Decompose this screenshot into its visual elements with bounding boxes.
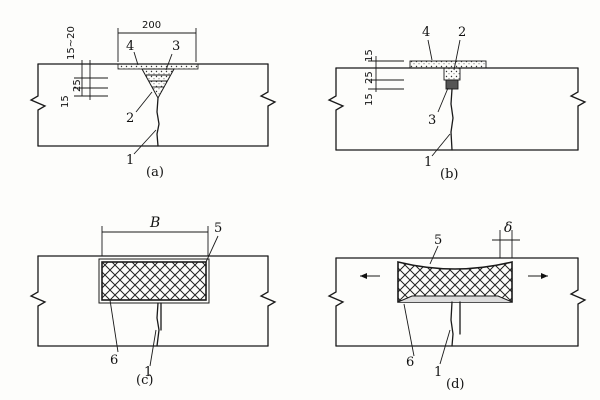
label-1: 1 [434, 365, 442, 380]
label-2: 2 [458, 25, 466, 40]
label-5: 5 [214, 221, 222, 236]
cover-strip-4 [117, 63, 199, 70]
dim-15-label: 15 [60, 95, 71, 108]
slot-sealant-2 [443, 67, 461, 81]
break-mark-left [327, 257, 345, 347]
label-1: 1 [424, 155, 432, 170]
dim-25-label: 25 [364, 71, 375, 84]
label-6: 6 [110, 353, 118, 368]
caption-a: (a) [146, 165, 164, 180]
deformed-filler-block [397, 260, 513, 303]
leader-1 [439, 329, 451, 365]
label-2: 2 [126, 111, 134, 126]
crack-line [450, 301, 454, 347]
panel-c: B 5 6 1 (c) [29, 215, 277, 388]
leader-3 [437, 87, 449, 113]
caption-d: (d) [446, 377, 464, 392]
crack-line [156, 97, 160, 147]
leader-2 [453, 39, 461, 71]
leader-6 [109, 299, 119, 353]
leader-2 [135, 91, 153, 113]
leader-4 [133, 51, 139, 66]
label-3: 3 [172, 39, 180, 54]
label-5: 5 [434, 233, 442, 248]
caption-b: (b) [440, 167, 458, 182]
label-1: 1 [126, 153, 134, 168]
break-mark-right [569, 67, 587, 151]
label-3: 3 [428, 113, 436, 128]
label-4: 4 [422, 25, 430, 40]
top-dim-label: 15 [364, 49, 375, 62]
leader-4 [427, 39, 433, 61]
filler-base [397, 295, 513, 303]
backer-rod-3 [445, 79, 459, 90]
crack-line [156, 302, 160, 347]
leader-1 [149, 329, 157, 367]
panel-d: δ 5 6 1 (d) [327, 220, 587, 392]
width-dim-label: B [149, 215, 160, 231]
leader-1 [133, 129, 157, 155]
break-mark-right [569, 257, 587, 347]
left-arrow-head [360, 273, 367, 279]
crack-line [450, 88, 454, 151]
right-arrow-head [541, 273, 548, 279]
delta-label: δ [504, 220, 512, 236]
filler-outline [98, 258, 210, 304]
v-groove-sealant [141, 68, 175, 100]
width-dim-label: 200 [142, 20, 161, 31]
dim-25-label: 25 [72, 79, 83, 92]
leader-6 [403, 303, 415, 357]
elastic-filler-block [101, 261, 207, 301]
surface-strip-4 [409, 60, 487, 69]
top-dim-label: 15~20 [66, 26, 77, 60]
leader-1 [431, 133, 451, 157]
break-mark-left [29, 255, 47, 347]
break-mark-right [259, 255, 277, 347]
panel-b: 15 25 15 4 2 3 1 (b) [327, 25, 587, 182]
panel-a: 200 15~20 25 15 4 3 2 1 (a) [29, 20, 277, 180]
leader-5 [205, 235, 219, 263]
leader-5 [429, 245, 439, 265]
label-6: 6 [406, 355, 414, 370]
break-mark-left [327, 67, 345, 151]
label-1: 1 [144, 365, 152, 380]
break-mark-right [259, 63, 277, 147]
dim-15-label: 15 [364, 93, 375, 106]
label-4: 4 [126, 39, 134, 54]
leader-3 [165, 53, 173, 71]
caption-c: (c) [136, 373, 153, 388]
break-mark-left [29, 63, 47, 147]
